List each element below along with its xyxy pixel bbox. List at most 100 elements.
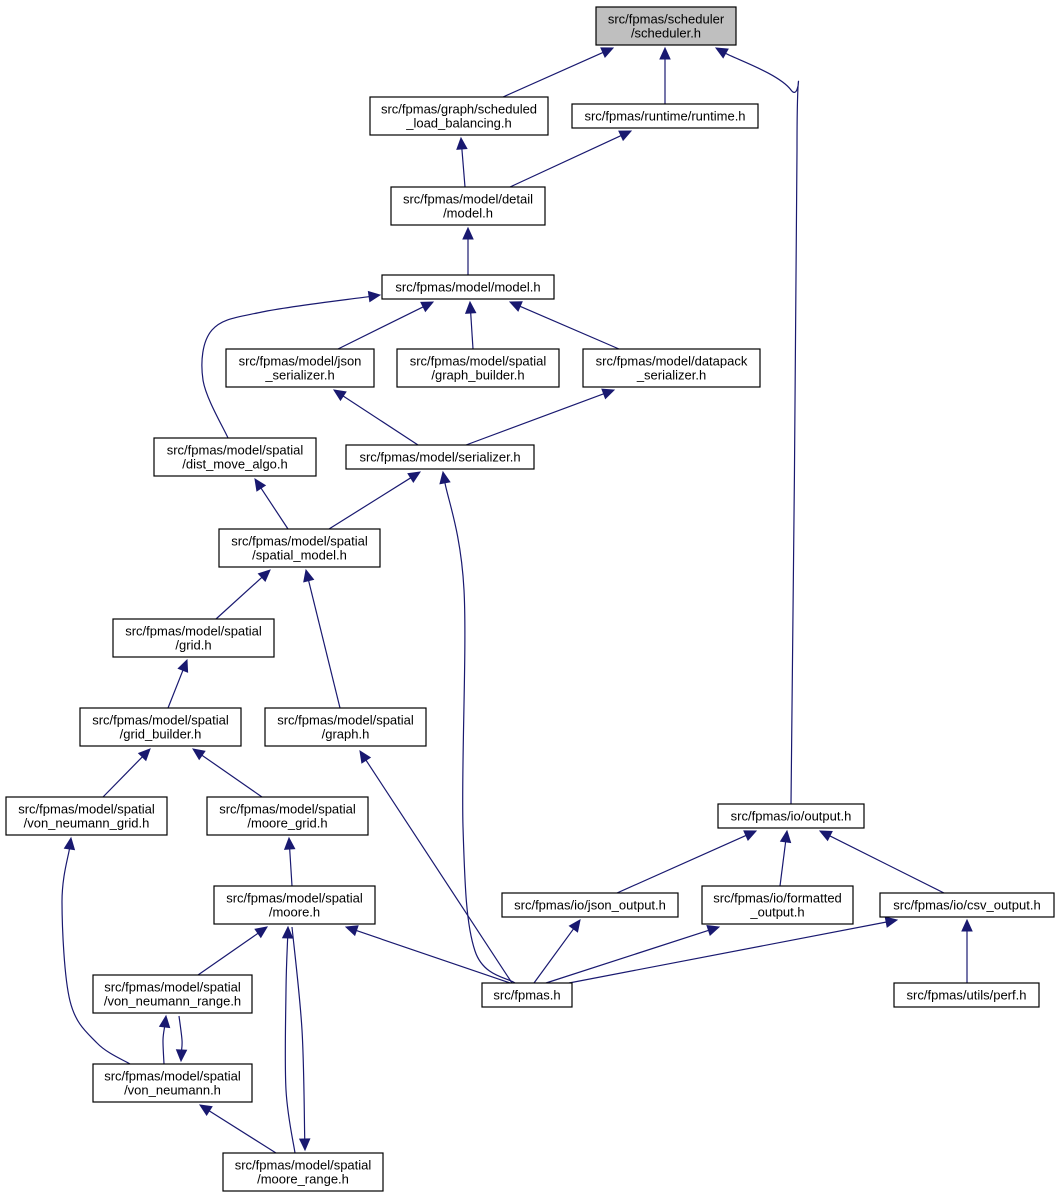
node-box — [345, 444, 535, 470]
node-label: src/fpmas/model/detail — [403, 192, 533, 207]
node-fpmas[interactable]: src/fpmas.h — [481, 982, 573, 1008]
edge-fpmas-to-json_output — [533, 919, 581, 984]
node-graph-builder[interactable]: src/fpmas/model/spatial/graph_builder.h — [396, 348, 560, 388]
edge-line — [328, 476, 412, 530]
node-box — [112, 618, 275, 658]
node-vn-range[interactable]: src/fpmas/model/spatial/von_neumann_rang… — [92, 974, 253, 1014]
node-moore[interactable]: src/fpmas/model/spatial/moore.h — [213, 885, 376, 925]
edge-line — [284, 936, 296, 1154]
arrowhead — [464, 300, 477, 314]
node-formatted-output[interactable]: src/fpmas/io/formatted_output.h — [701, 885, 854, 925]
arrowhead — [257, 569, 271, 583]
node-grid[interactable]: src/fpmas/model/spatial/grid.h — [112, 618, 275, 658]
node-label: src/fpmas.h — [493, 988, 560, 1003]
node-serializer[interactable]: src/fpmas/model/serializer.h — [345, 444, 535, 470]
edge-csv_output-to-output — [818, 830, 945, 894]
node-spatial-model[interactable]: src/fpmas/model/spatial/spatial_model.h — [218, 528, 381, 568]
node-perf[interactable]: src/fpmas/utils/perf.h — [893, 982, 1040, 1008]
edge-line — [465, 392, 605, 446]
node-label: src/fpmas/model/spatial — [235, 1158, 372, 1173]
node-scheduler[interactable]: src/fpmas/scheduler/scheduler.h — [595, 6, 737, 46]
arrowhead — [439, 470, 451, 485]
edge-spatial_model-to-serializer — [328, 471, 422, 530]
edge-sched_lb-to-scheduler — [502, 47, 615, 98]
node-box — [501, 892, 679, 918]
arrowhead — [706, 925, 721, 937]
edge-spatial_model-to-dist_move — [254, 477, 289, 530]
node-label: src/fpmas/io/output.h — [731, 809, 852, 824]
arrowhead — [818, 830, 833, 842]
node-moore-range[interactable]: src/fpmas/model/spatial/moore_range.h — [222, 1152, 384, 1192]
node-detail-model[interactable]: src/fpmas/model/detail/model.h — [390, 186, 546, 226]
node-label: src/fpmas/model/spatial — [104, 980, 241, 995]
node-grid-builder[interactable]: src/fpmas/model/spatial/grid_builder.h — [79, 707, 242, 747]
arrowhead — [659, 46, 671, 60]
edge-fpmas-to-moore — [344, 925, 511, 984]
edge-line — [364, 759, 513, 984]
arrowhead — [63, 836, 76, 851]
node-label: /model.h — [443, 206, 493, 221]
node-label: /dist_move_algo.h — [182, 457, 288, 472]
arrowhead — [158, 1014, 171, 1029]
node-label: /graph_builder.h — [431, 368, 524, 383]
arrowhead — [283, 836, 296, 850]
edge-detail_model-to-runtime — [509, 130, 633, 188]
node-label: src/fpmas/io/json_output.h — [514, 898, 666, 913]
node-label: src/fpmas/io/csv_output.h — [893, 898, 1040, 913]
node-box — [5, 796, 168, 836]
arrowhead — [192, 748, 206, 761]
node-moore-grid[interactable]: src/fpmas/model/spatial/moore_grid.h — [206, 796, 369, 836]
node-sgraph[interactable]: src/fpmas/model/spatial/graph.h — [264, 707, 427, 747]
node-label: src/fpmas/model/model.h — [395, 280, 540, 295]
arrowhead — [420, 301, 435, 313]
node-label: src/fpmas/model/spatial — [167, 443, 304, 458]
node-runtime[interactable]: src/fpmas/runtime/runtime.h — [571, 103, 759, 129]
edge-line — [200, 754, 263, 798]
node-label: /spatial_model.h — [252, 548, 347, 563]
node-box — [222, 1152, 384, 1192]
edge-sgraph-to-spatial_model — [303, 568, 341, 709]
edge-output-to-scheduler — [714, 47, 800, 805]
edge-line — [291, 926, 306, 1141]
node-label: _serializer.h — [636, 368, 706, 383]
arrowhead — [344, 925, 359, 937]
node-vn-grid[interactable]: src/fpmas/model/spatial/von_neumann_grid… — [5, 796, 168, 836]
edge-moore_range-to-moore — [281, 925, 296, 1154]
node-label: src/fpmas/model/datapack — [596, 354, 748, 369]
arrowhead — [779, 829, 792, 844]
node-dist-move[interactable]: src/fpmas/model/spatial/dist_move_algo.h — [153, 437, 317, 477]
node-label: /graph.h — [322, 727, 370, 742]
edge-moore-to-moore_range — [291, 926, 311, 1152]
arrowhead — [601, 388, 616, 400]
node-datapack-ser[interactable]: src/fpmas/model/datapack_serializer.h — [582, 348, 761, 388]
node-json-output[interactable]: src/fpmas/io/json_output.h — [501, 892, 679, 918]
node-label: src/fpmas/model/spatial — [277, 713, 414, 728]
node-csv-output[interactable]: src/fpmas/io/csv_output.h — [879, 892, 1055, 918]
arrowhead — [332, 389, 347, 402]
arrowhead — [714, 47, 729, 59]
edge-fpmas-to-formatted_output — [545, 925, 721, 984]
node-model[interactable]: src/fpmas/model/model.h — [381, 274, 555, 300]
arrowhead — [568, 919, 581, 933]
arrowhead — [303, 568, 315, 583]
node-label: /von_neumann_range.h — [104, 994, 241, 1009]
edge-formatted_output-to-output — [779, 829, 792, 887]
node-label: _output.h — [749, 905, 804, 920]
node-sched-lb[interactable]: src/fpmas/graph/scheduled_load_balancing… — [369, 96, 549, 136]
edge-datapack_ser-to-model — [508, 301, 620, 350]
node-label: _serializer.h — [264, 368, 334, 383]
node-label: src/fpmas/model/spatial — [92, 713, 229, 728]
edge-fpmas-to-sgraph — [359, 749, 513, 984]
node-box — [381, 274, 555, 300]
node-label: src/fpmas/utils/perf.h — [907, 988, 1027, 1003]
edge-moore-to-moore_grid — [283, 836, 296, 887]
node-von-neumann[interactable]: src/fpmas/model/spatial/von_neumann.h — [92, 1063, 253, 1103]
node-json-ser[interactable]: src/fpmas/model/json_serializer.h — [225, 348, 375, 388]
edge-line — [102, 755, 144, 798]
edge-line — [61, 847, 131, 1065]
edge-fpmas-to-csv_output — [568, 916, 899, 984]
node-label: src/fpmas/model/spatial — [18, 802, 155, 817]
edges-layer — [61, 46, 973, 1154]
node-output[interactable]: src/fpmas/io/output.h — [717, 803, 865, 829]
edge-serializer-to-json_ser — [332, 389, 419, 446]
